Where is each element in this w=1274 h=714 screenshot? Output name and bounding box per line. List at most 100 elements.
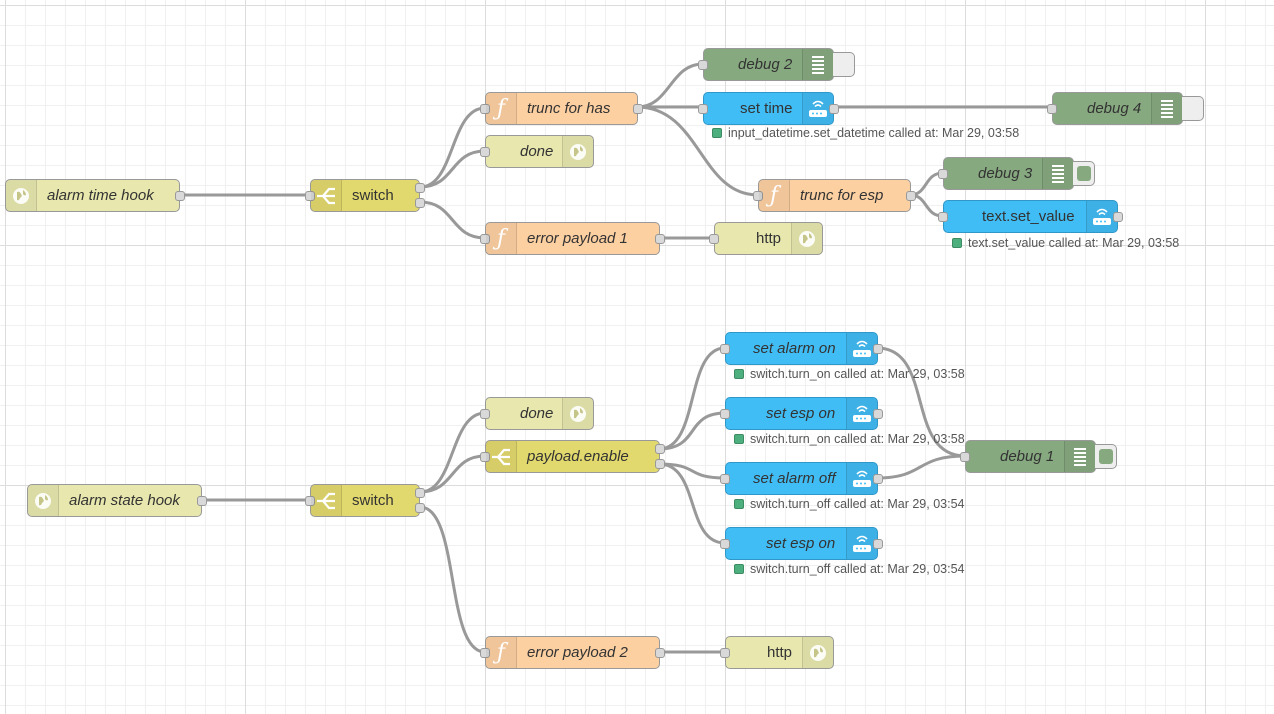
input-port[interactable] — [709, 234, 719, 244]
input-port[interactable] — [1047, 104, 1057, 114]
output-port-2[interactable] — [415, 198, 425, 208]
input-port[interactable] — [720, 344, 730, 354]
output-port[interactable] — [633, 104, 643, 114]
node-alarm-state-hook[interactable]: alarm state hook — [27, 484, 207, 517]
globe-icon — [28, 485, 59, 516]
node-trunc-for-has[interactable]: ƒ trunc for has — [480, 92, 643, 125]
node-label: trunc for esp — [800, 187, 884, 204]
output-port[interactable] — [873, 409, 883, 419]
home-assistant-icon — [846, 463, 877, 494]
wire — [658, 462, 726, 545]
node-error-payload-1[interactable]: ƒ error payload 1 — [480, 222, 665, 255]
node-payload-enable[interactable]: payload.enable — [480, 440, 665, 473]
node-set-alarm-off[interactable]: set alarm off — [720, 462, 883, 495]
wire — [419, 149, 486, 189]
node-label: debug 1 — [1000, 448, 1055, 465]
node-set-time[interactable]: set time — [698, 92, 839, 125]
wire — [419, 505, 486, 654]
node-switch-2[interactable]: switch — [305, 484, 425, 517]
input-port[interactable] — [753, 191, 763, 201]
status-indicator: switch.turn_off called at: Mar 29, 03:54 — [734, 497, 964, 511]
input-port[interactable] — [480, 234, 490, 244]
input-port[interactable] — [720, 539, 730, 549]
node-alarm-time-hook[interactable]: alarm time hook — [5, 179, 185, 212]
status-text: text.set_value called at: Mar 29, 03:58 — [968, 236, 1180, 250]
input-port[interactable] — [480, 147, 490, 157]
debug-toggle-button[interactable] — [833, 52, 855, 77]
input-port[interactable] — [698, 104, 708, 114]
node-set-alarm-on[interactable]: set alarm on — [720, 332, 883, 365]
status-indicator: switch.turn_off called at: Mar 29, 03:54 — [734, 562, 964, 576]
status-ok-dot — [952, 238, 962, 248]
output-port-1[interactable] — [415, 488, 425, 498]
input-port[interactable] — [480, 452, 490, 462]
output-port-1[interactable] — [655, 444, 665, 454]
node-label: switch — [352, 187, 394, 204]
node-done-1[interactable]: done — [480, 135, 594, 168]
node-http-1[interactable]: http — [709, 222, 823, 255]
wire — [876, 346, 966, 458]
node-label: set time — [740, 100, 793, 117]
input-port[interactable] — [698, 60, 708, 70]
output-port[interactable] — [197, 496, 207, 506]
input-port[interactable] — [938, 169, 948, 179]
debug-toggle-button[interactable] — [1182, 96, 1204, 121]
node-set-esp-on-1[interactable]: set esp on — [720, 397, 883, 430]
wire — [636, 105, 759, 197]
output-port[interactable] — [873, 344, 883, 354]
status-text: input_datetime.set_datetime called at: M… — [728, 126, 1020, 140]
input-port[interactable] — [938, 212, 948, 222]
node-switch-1[interactable]: switch — [305, 179, 425, 212]
output-port-2[interactable] — [415, 503, 425, 513]
output-port[interactable] — [655, 648, 665, 658]
function-icon: ƒ — [486, 93, 517, 124]
status-text: switch.turn_off called at: Mar 29, 03:54 — [750, 562, 965, 576]
node-debug-1[interactable]: debug 1 — [960, 440, 1096, 473]
output-port[interactable] — [1113, 212, 1123, 222]
node-debug-4[interactable]: debug 4 — [1047, 92, 1183, 125]
node-trunc-for-esp[interactable]: ƒ trunc for esp — [753, 179, 916, 212]
node-label: alarm time hook — [47, 187, 154, 204]
node-label: done — [520, 143, 554, 160]
node-debug-2[interactable]: debug 2 — [698, 48, 834, 81]
output-port-2[interactable] — [655, 459, 665, 469]
input-port[interactable] — [305, 496, 315, 506]
function-icon: ƒ — [486, 637, 517, 668]
output-port[interactable] — [873, 539, 883, 549]
input-port[interactable] — [480, 409, 490, 419]
input-port[interactable] — [720, 648, 730, 658]
output-port[interactable] — [655, 234, 665, 244]
node-text-set-value[interactable]: text.set_value — [938, 200, 1123, 233]
input-port[interactable] — [305, 191, 315, 201]
wire — [419, 411, 486, 494]
input-port[interactable] — [480, 104, 490, 114]
status-indicator: switch.turn_on called at: Mar 29, 03:58 — [734, 367, 965, 381]
node-error-payload-2[interactable]: ƒ error payload 2 — [480, 636, 665, 669]
wire — [658, 346, 726, 451]
output-port[interactable] — [829, 104, 839, 114]
status-ok-dot — [734, 564, 744, 574]
home-assistant-icon — [846, 333, 877, 364]
input-port[interactable] — [720, 409, 730, 419]
output-port[interactable] — [175, 191, 185, 201]
output-port[interactable] — [906, 191, 916, 201]
status-ok-dot — [712, 128, 722, 138]
node-http-2[interactable]: http — [720, 636, 834, 669]
status-text: switch.turn_on called at: Mar 29, 03:58 — [750, 432, 965, 446]
node-set-esp-on-2[interactable]: set esp on — [720, 527, 883, 560]
input-port[interactable] — [480, 648, 490, 658]
output-port-1[interactable] — [415, 183, 425, 193]
wire — [636, 62, 704, 109]
output-port[interactable] — [873, 474, 883, 484]
debug-toggle-button[interactable] — [1073, 161, 1095, 186]
input-port[interactable] — [720, 474, 730, 484]
debug-list-icon — [1151, 93, 1182, 124]
node-label: debug 4 — [1087, 100, 1142, 117]
debug-toggle-button[interactable] — [1095, 444, 1117, 469]
node-done-2[interactable]: done — [480, 397, 594, 430]
node-label: http — [756, 230, 782, 247]
node-debug-3[interactable]: debug 3 — [938, 157, 1074, 190]
input-port[interactable] — [960, 452, 970, 462]
status-ok-dot — [734, 369, 744, 379]
